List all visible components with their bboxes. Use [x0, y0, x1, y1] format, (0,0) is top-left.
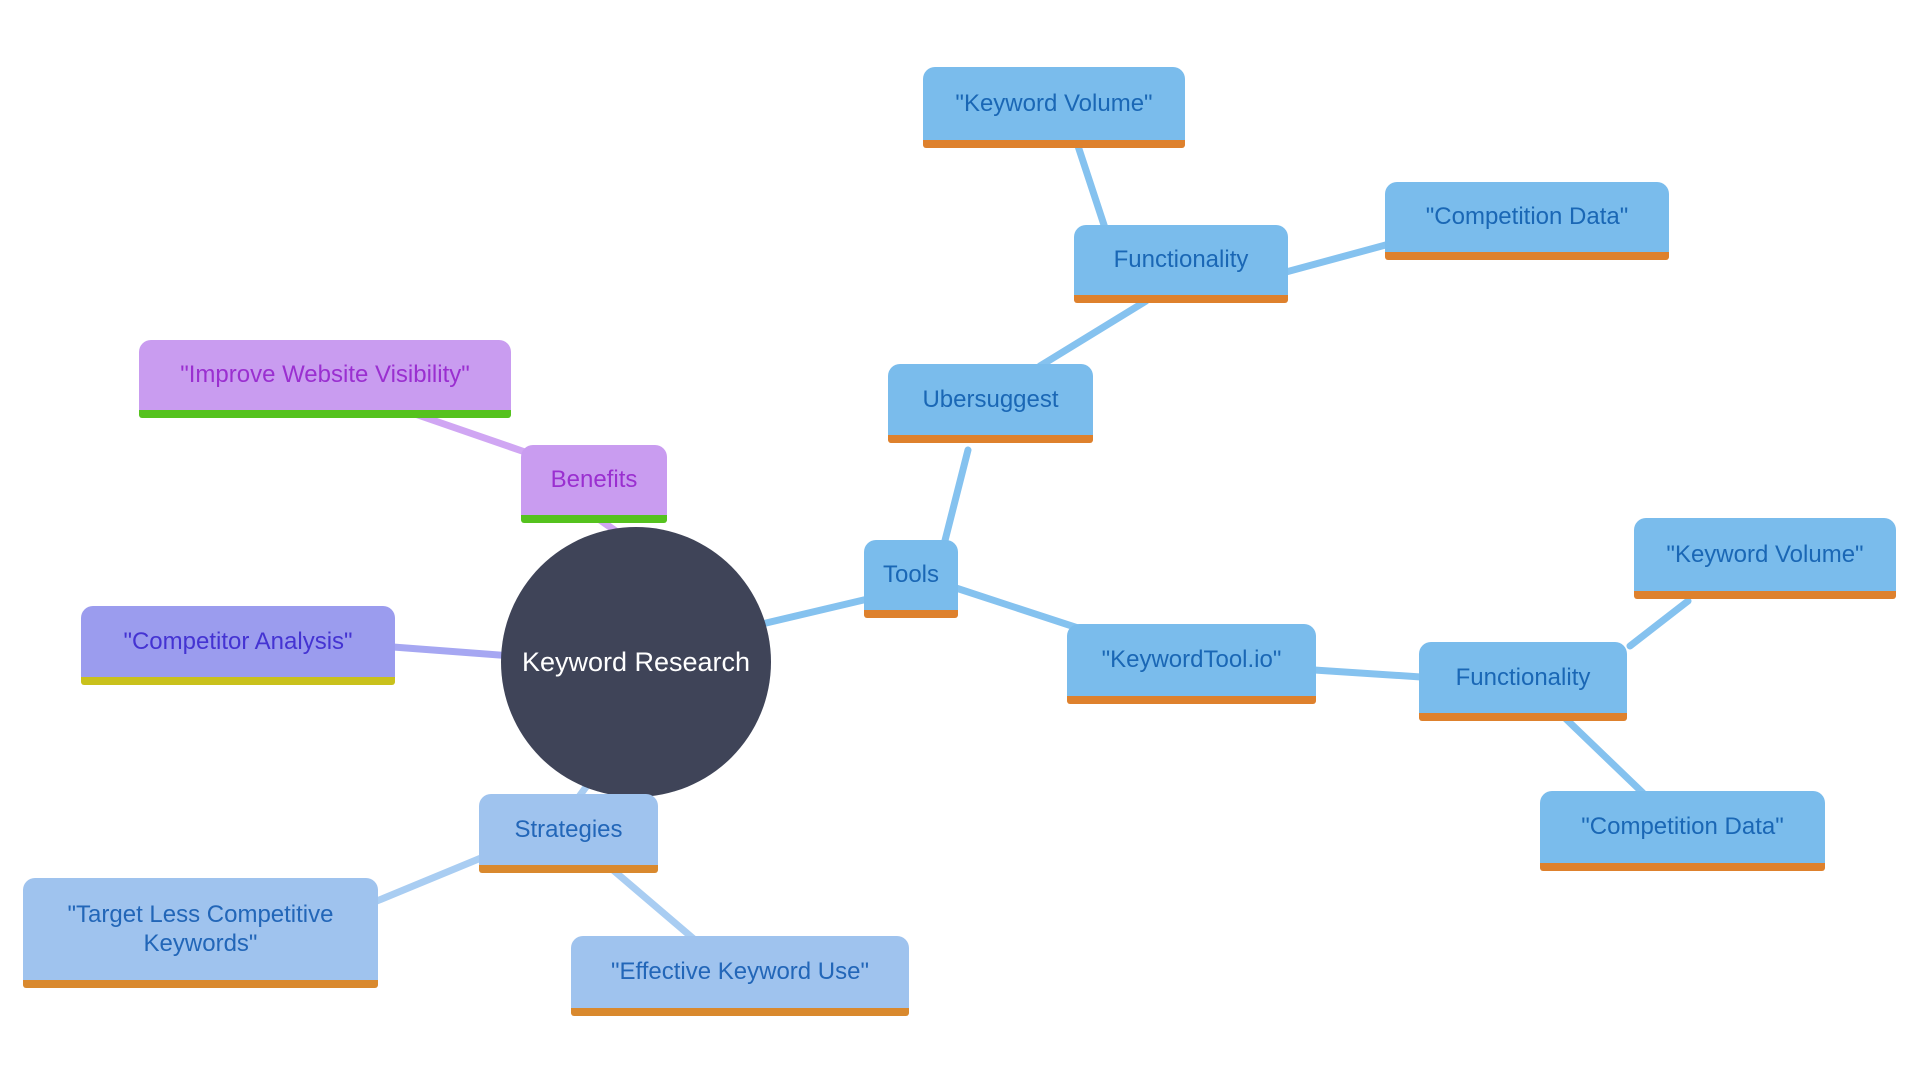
node-improve-website-visibility[interactable]: "Improve Website Visibility" — [139, 340, 511, 418]
edge-functionality-keyword-volume — [1074, 142, 1109, 232]
node-ubersuggest[interactable]: Ubersuggest — [888, 364, 1093, 443]
node-functionality-ubersuggest[interactable]: Functionality — [1074, 225, 1288, 303]
edge-functionality2-competition-data — [1562, 715, 1647, 797]
node-benefits[interactable]: Benefits — [521, 445, 667, 523]
node-competition-data-keywordtool[interactable]: "Competition Data" — [1540, 791, 1825, 871]
node-competition-data-ubersuggest[interactable]: "Competition Data" — [1385, 182, 1669, 260]
node-functionality-keywordtool[interactable]: Functionality — [1419, 642, 1627, 721]
node-keyword-volume-keywordtool[interactable]: "Keyword Volume" — [1634, 518, 1896, 599]
node-target-less-competitive-keywords[interactable]: "Target Less Competitive Keywords" — [23, 878, 378, 988]
edge-keywordtool-functionality — [1310, 666, 1425, 681]
edge-root-tools — [758, 594, 876, 628]
edge-functionality-competition-data — [1282, 239, 1397, 276]
node-competitor-analysis[interactable]: "Competitor Analysis" — [81, 606, 395, 685]
edge-improve-visibility-benefits — [411, 410, 529, 456]
edge-strategies-effective-use — [609, 866, 699, 944]
node-keywordtool-io[interactable]: "KeywordTool.io" — [1067, 624, 1316, 704]
edge-strategies-target-less — [368, 854, 485, 907]
edge-functionality2-keyword-volume — [1626, 597, 1692, 650]
node-effective-keyword-use[interactable]: "Effective Keyword Use" — [571, 936, 909, 1016]
central-node-keyword-research[interactable]: Keyword Research — [501, 527, 771, 797]
central-node-label: Keyword Research — [521, 646, 751, 677]
node-keyword-volume-ubersuggest[interactable]: "Keyword Volume" — [923, 67, 1185, 148]
edge-tools-keywordtool — [952, 584, 1082, 632]
edge-competitor-analysis-root — [389, 643, 516, 660]
node-strategies[interactable]: Strategies — [479, 794, 658, 873]
edge-ubersuggest-functionality — [1036, 297, 1150, 370]
node-tools[interactable]: Tools — [864, 540, 958, 618]
